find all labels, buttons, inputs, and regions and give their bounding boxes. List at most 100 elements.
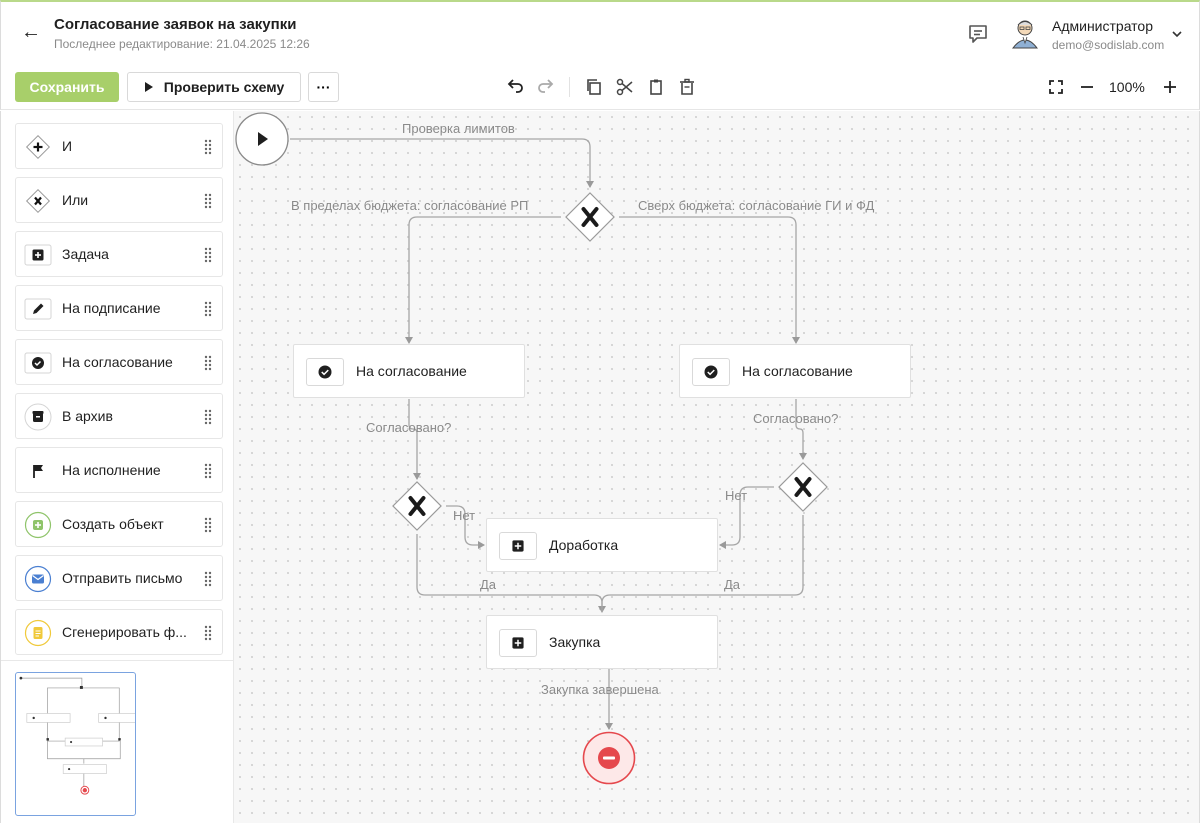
paste-icon[interactable] [646,77,666,97]
x-gateway-icon [794,477,812,497]
edge-label-no-right: Нет [725,488,748,503]
palette-item-label: И [62,138,73,154]
gateway-approved-left[interactable] [388,477,446,535]
element-palette: И Или Задача На подписание [0,111,234,823]
palette-item-archive[interactable]: В архив [15,393,223,439]
task-approval-left[interactable]: На согласование [293,344,525,398]
palette-item-label: На согласование [62,354,173,370]
task-rework[interactable]: Доработка [486,518,718,572]
gateway-approved-right[interactable] [774,458,832,516]
zoom-out-icon[interactable] [1077,77,1097,97]
document-yellow-icon [24,619,52,647]
check-circle-icon [692,358,730,386]
comment-icon[interactable] [966,22,990,46]
cut-icon[interactable] [615,77,635,97]
palette-item-approval[interactable]: На согласование [15,339,223,385]
drag-handle-icon[interactable] [204,193,212,209]
edge-within-budget[interactable] [405,216,561,344]
drag-handle-icon[interactable] [204,247,212,263]
palette-item-label: Отправить письмо [62,570,183,586]
edge-label-no-left: Нет [453,508,476,523]
zoom-in-icon[interactable] [1160,77,1180,97]
palette-item-label: Или [62,192,89,208]
x-gateway-icon [581,207,599,227]
palette-item-and[interactable]: И [15,123,223,169]
palette-item-generate-file[interactable]: Сгенерировать ф... [15,609,223,655]
drag-handle-icon[interactable] [204,301,212,317]
play-icon [258,132,268,146]
page-title: Согласование заявок на закупки [54,16,297,33]
palette-item-label: На подписание [62,300,161,316]
save-button[interactable]: Сохранить [15,72,119,102]
task-label: Закупка [549,634,601,650]
edge-no-left[interactable] [446,505,485,549]
mail-icon [24,565,52,593]
edge-check-limits[interactable] [290,138,594,188]
plus-square-icon [499,532,537,560]
edge-over-budget[interactable] [619,216,800,344]
palette-item-label: Задача [62,246,109,262]
header: ← Согласование заявок на закупки Последн… [0,0,1200,64]
plus-circle-green-icon [24,511,52,539]
palette-item-execution[interactable]: На исполнение [15,447,223,493]
minus-icon [603,756,615,760]
edge-approved-left[interactable] [408,399,421,480]
end-event[interactable] [582,731,636,785]
minimap[interactable] [15,672,136,816]
drag-handle-icon[interactable] [204,571,212,587]
drag-handle-icon[interactable] [204,409,212,425]
check-scheme-button[interactable]: Проверить схему [127,72,301,102]
edge-label-within-budget: В пределах бюджета: согласование РП [291,198,529,213]
diagram-edges [290,138,807,730]
edge-label-purchase-done: Закупка завершена [541,682,659,697]
diagram-canvas[interactable]: Проверка лимитов В пределах бюджета: сог… [234,111,1200,823]
palette-item-send-email[interactable]: Отправить письмо [15,555,223,601]
more-options-button[interactable]: ··· [308,72,339,102]
task-label: На согласование [356,363,467,379]
edge-no-right[interactable] [719,486,774,549]
drag-handle-icon[interactable] [204,355,212,371]
palette-item-label: Сгенерировать ф... [62,624,187,640]
toolbar-divider [569,77,570,97]
palette-item-label: В архив [62,408,113,424]
palette-item-signing[interactable]: На подписание [15,285,223,331]
drag-handle-icon[interactable] [204,517,212,533]
back-arrow-icon[interactable]: ← [21,21,41,43]
undo-icon[interactable] [505,77,525,97]
gateway-budget-check[interactable] [561,188,619,246]
check-scheme-label: Проверить схему [163,79,285,95]
zoom-level: 100% [1109,79,1145,95]
edge-label-approved-right: Согласовано? [753,411,839,426]
task-purchase[interactable]: Закупка [486,615,718,669]
user-name[interactable]: Администратор [1052,18,1154,34]
palette-item-or[interactable]: Или [15,177,223,223]
edge-yes-right[interactable] [601,515,804,612]
x-gateway-icon [408,496,426,516]
edge-label-approved-left: Согласовано? [366,420,452,435]
redo-icon[interactable] [536,77,556,97]
check-circle-icon [306,358,344,386]
chevron-down-icon[interactable] [1171,28,1183,40]
check-circle-icon [24,352,52,374]
edge-yes-left[interactable] [416,534,606,613]
palette-item-create-object[interactable]: Создать объект [15,501,223,547]
copy-icon[interactable] [584,77,604,97]
palette-item-label: На исполнение [62,462,161,478]
task-approval-right[interactable]: На согласование [679,344,911,398]
fit-screen-icon[interactable] [1046,77,1066,97]
edge-label-yes-left: Да [480,577,497,592]
palette-item-task[interactable]: Задача [15,231,223,277]
drag-handle-icon[interactable] [204,139,212,155]
palette-item-label: Создать объект [62,516,164,532]
drag-handle-icon[interactable] [204,625,212,641]
plus-diamond-icon [25,134,51,160]
user-email: demo@sodislab.com [1052,38,1165,52]
avatar[interactable] [1009,17,1041,49]
drag-handle-icon[interactable] [204,463,212,479]
flag-icon [33,465,43,478]
start-event[interactable] [235,112,289,166]
toolbar: Сохранить Проверить схему ··· 100% [0,64,1200,110]
delete-icon[interactable] [677,77,697,97]
task-label: Доработка [549,537,619,553]
edge-approved-right[interactable] [795,399,807,460]
